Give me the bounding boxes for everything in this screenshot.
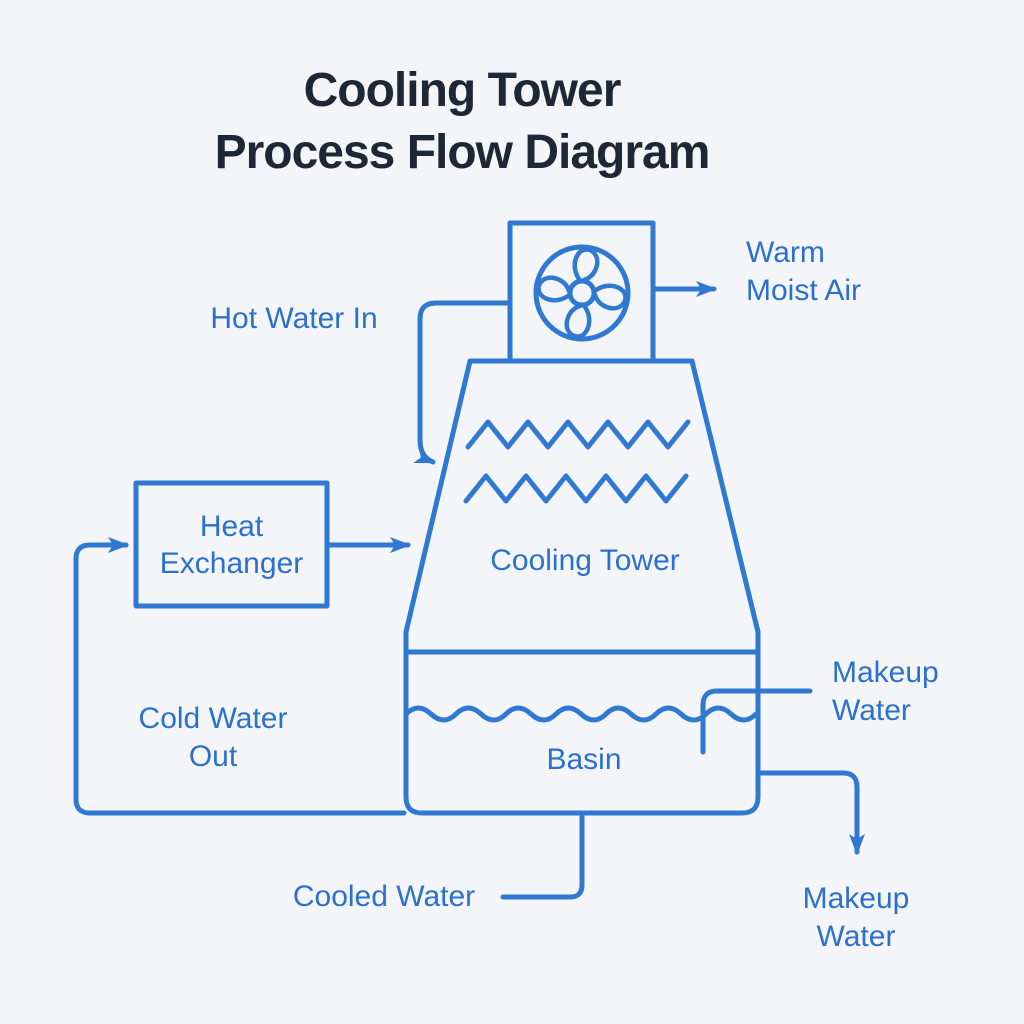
fan-ring bbox=[533, 244, 631, 342]
page-title: Cooling Tower Process Flow Diagram bbox=[214, 64, 711, 179]
fill-media-zigzag bbox=[465, 419, 691, 450]
makeup-water-inlet-label: Makeup Water bbox=[832, 656, 939, 727]
makeup-water-supply-label: Makeup Water bbox=[802, 882, 910, 953]
hot-water-in-label: Hot Water In bbox=[210, 302, 378, 335]
cooling-tower-label: Cooling Tower bbox=[490, 544, 680, 577]
basin-label: Basin bbox=[546, 743, 622, 776]
hot-water-in-pipe bbox=[413, 300, 513, 465]
fan-blade bbox=[572, 247, 600, 283]
cold-water-out-pipe bbox=[73, 537, 407, 816]
fan-hub bbox=[567, 278, 597, 308]
fan-blade bbox=[564, 303, 592, 339]
basin-water-line bbox=[403, 705, 759, 723]
cooled-water-label: Cooled Water bbox=[292, 880, 476, 913]
fan-blade bbox=[536, 275, 572, 303]
cooling-tower-shell bbox=[403, 358, 761, 816]
cooled-water-leader-line bbox=[500, 813, 585, 900]
heat-exchanger-label: Heat Exchanger bbox=[159, 509, 304, 580]
warm-moist-air-label: Warm Moist Air bbox=[746, 236, 862, 307]
fan-icon bbox=[533, 244, 631, 342]
fan-blade bbox=[592, 283, 628, 311]
fill-media-zigzag bbox=[463, 473, 689, 504]
cold-water-out-label: Cold Water Out bbox=[138, 702, 288, 773]
makeup-water-supply-pipe bbox=[755, 770, 865, 855]
makeup-water-inlet-pipe bbox=[700, 688, 813, 755]
